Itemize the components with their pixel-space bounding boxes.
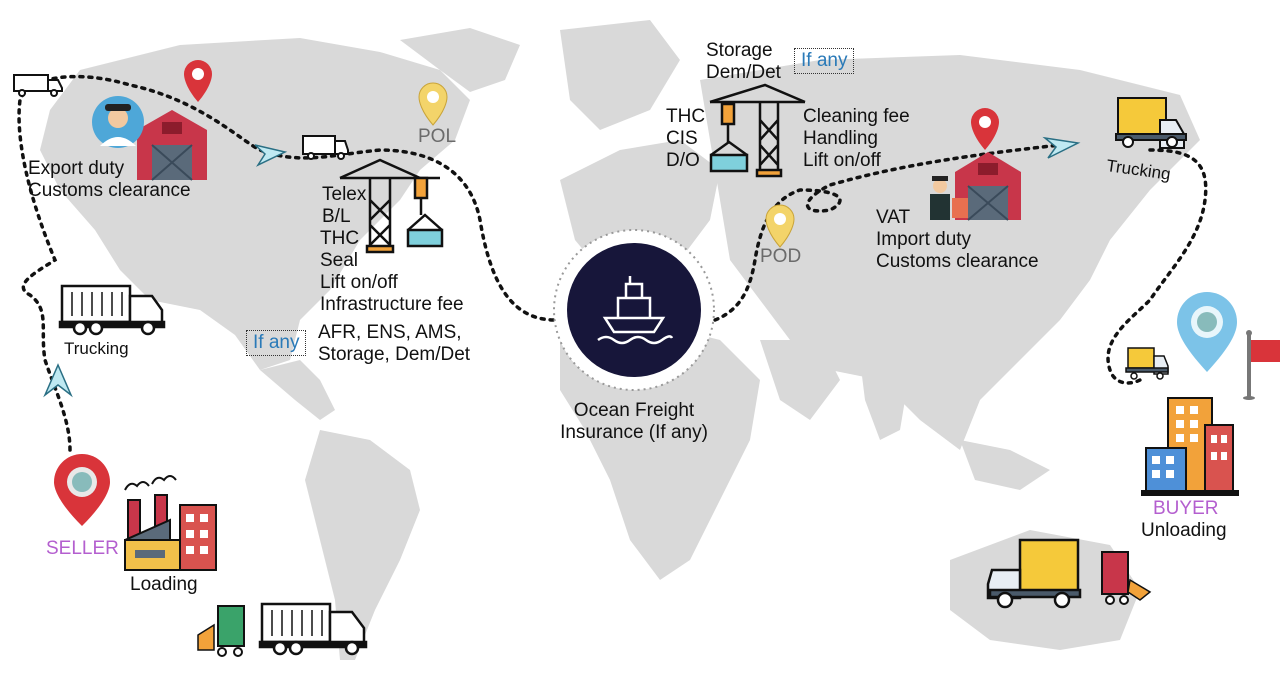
destination-right-charges: Cleaning fee Handling Lift on/off: [803, 106, 910, 172]
customs-officer-icon: [92, 96, 144, 148]
if-any-charges-list: AFR, ENS, AMS, Storage, Dem/Det: [318, 322, 470, 366]
truck-yellow-icon: [1115, 97, 1187, 149]
export-customs-label: Customs clearance: [28, 180, 191, 201]
yellow-pin-icon: [765, 204, 795, 248]
ocean-freight-caption: Ocean Freight Insurance (If any): [544, 400, 724, 444]
red-pin-icon: [184, 60, 212, 102]
origin-charge: Seal: [320, 250, 359, 271]
ocean-freight-label: Ocean Freight: [573, 400, 695, 421]
buyer-location-pin-icon: [1177, 292, 1237, 372]
dest-charge: THC: [666, 106, 706, 127]
origin-charges-list: Telex B/L THC Seal Lift on/off Infrastru…: [320, 184, 464, 316]
truck-yellow-large-icon: [986, 538, 1082, 609]
import-customs-label: Customs clearance: [876, 251, 1039, 272]
world-map: [40, 20, 1200, 660]
import-customs-officer-icon: [930, 176, 968, 220]
trucking-left-label: Trucking: [64, 339, 129, 358]
origin-charge: Telex: [322, 184, 367, 205]
arrow-up-icon: [43, 363, 73, 398]
truck-bottom-icon: [258, 602, 368, 656]
dest-charge: Cleaning fee: [803, 106, 910, 127]
route-arrows: [43, 136, 1081, 398]
truck-left-icon: [58, 284, 166, 336]
if-any-charge: Storage, Dem/Det: [318, 344, 471, 365]
pol-label: POL: [418, 126, 457, 147]
forklift-icon: [197, 605, 245, 657]
if-any-right-badge: If any: [794, 48, 855, 74]
shipping-route: [17, 74, 1208, 452]
vat-label: VAT: [876, 207, 911, 228]
export-charges: Export duty Customs clearance: [28, 158, 191, 202]
demdet-label: Dem/Det: [706, 62, 781, 83]
dest-charge: CIS: [666, 128, 698, 149]
yellow-pin-icon: [418, 82, 448, 126]
loading-label: Loading: [130, 574, 198, 595]
destination-crane-icon: [709, 83, 806, 178]
dest-charge: Lift on/off: [803, 150, 881, 171]
origin-crane-icon: [339, 158, 444, 254]
if-any-left-badge: If any: [246, 330, 307, 356]
import-duty-label: Import duty: [876, 229, 972, 250]
red-pin-icon: [971, 108, 999, 150]
export-duty-label: Export duty: [28, 158, 125, 179]
ocean-freight-ship: [553, 229, 715, 391]
truck-small-icon: [302, 135, 349, 160]
buyer-label: BUYER: [1153, 498, 1219, 519]
origin-charge: Lift on/off: [320, 272, 398, 293]
dest-charge: Handling: [803, 128, 878, 149]
destination-storage-charges: Storage Dem/Det: [706, 40, 781, 84]
factory-icon: [124, 475, 217, 571]
storage-label: Storage: [706, 40, 773, 61]
unloading-label: Unloading: [1141, 520, 1227, 541]
import-warehouse-icon: [955, 152, 1021, 221]
map-pins: [54, 60, 1237, 526]
if-any-charge: AFR, ENS, AMS,: [318, 322, 462, 343]
seller-location-pin-icon: [54, 454, 110, 526]
red-flag-icon: [1243, 330, 1280, 400]
truck-small-icon: [13, 74, 63, 97]
truck-yellow-small-icon: [1125, 347, 1169, 380]
pod-label: POD: [760, 246, 802, 267]
arrow-right-icon: [1042, 136, 1081, 159]
origin-charge: THC: [320, 228, 360, 249]
unloading-forklift-icon: [1101, 551, 1152, 605]
insurance-label: Insurance (If any): [560, 422, 708, 443]
export-warehouse-icon: [137, 110, 207, 181]
import-charges: VAT Import duty Customs clearance: [876, 207, 1039, 273]
origin-charge: B/L: [322, 206, 351, 227]
destination-left-charges: THC CIS D/O: [666, 106, 705, 172]
origin-charge: Infrastructure fee: [320, 294, 464, 315]
dest-charge: D/O: [666, 150, 700, 171]
buyer-buildings-icon: [1141, 397, 1239, 496]
seller-label: SELLER: [46, 538, 119, 559]
arrow-right-icon: [254, 144, 288, 167]
ship-icon: [597, 276, 674, 345]
